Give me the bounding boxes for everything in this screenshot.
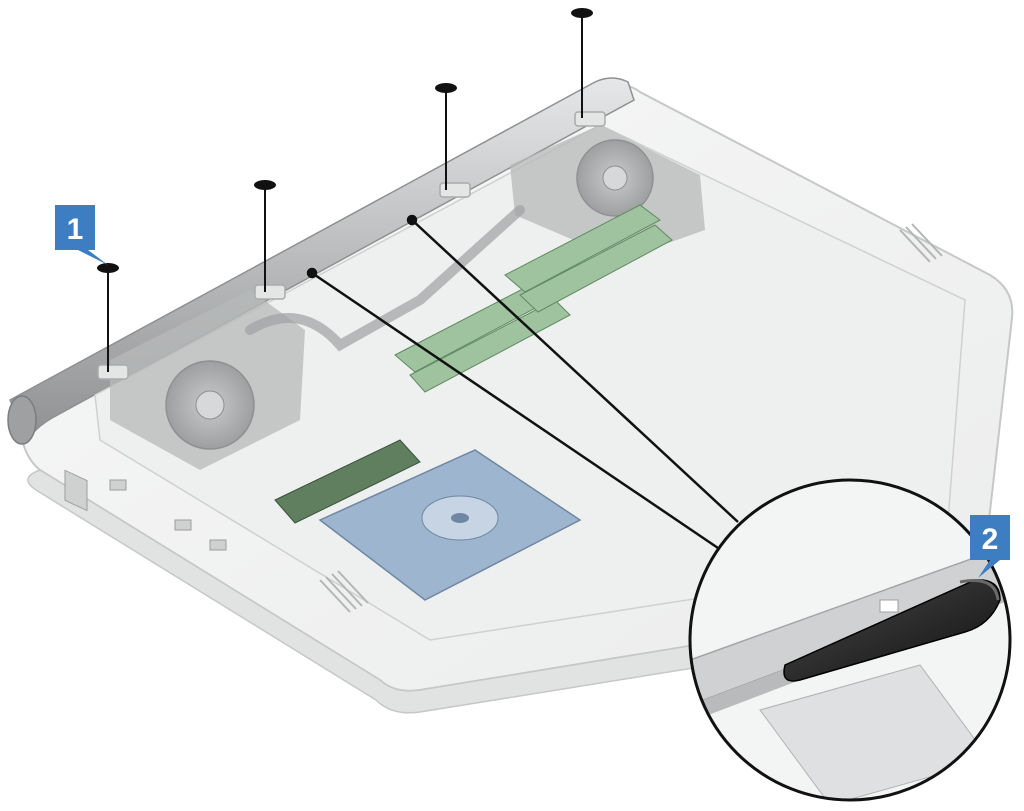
screw-boss [97,364,129,380]
screw-icon [254,180,276,292]
callout-step-2: 2 [970,515,1010,578]
screw-boss [254,284,286,300]
callout-number-1: 1 [67,213,84,246]
speaker-grille [319,223,943,613]
callout-badge-1 [55,205,108,265]
hard-drive-icon [318,449,582,601]
plastic-scribe-icon [783,579,1001,682]
side-ports [64,469,227,551]
hinge-cap [7,395,37,445]
left-system-fan [110,290,305,470]
zoom-detail-view [688,478,1012,802]
callout-step-1: 1 [55,205,108,265]
memory-module-icon [394,204,673,393]
leader-line [411,219,739,523]
leader-line [311,271,719,550]
screw-icon [571,8,593,118]
zoom-leader-lines [306,214,739,550]
m2-ssd [274,439,421,524]
screw-boss [439,182,471,198]
callout-badge-2 [970,515,1010,578]
heat-pipe [245,205,525,352]
screw-icon [97,263,119,372]
screw-icon [435,83,457,190]
screws [97,8,593,372]
callout-number-2: 2 [982,523,999,556]
screw-boss [574,111,606,127]
